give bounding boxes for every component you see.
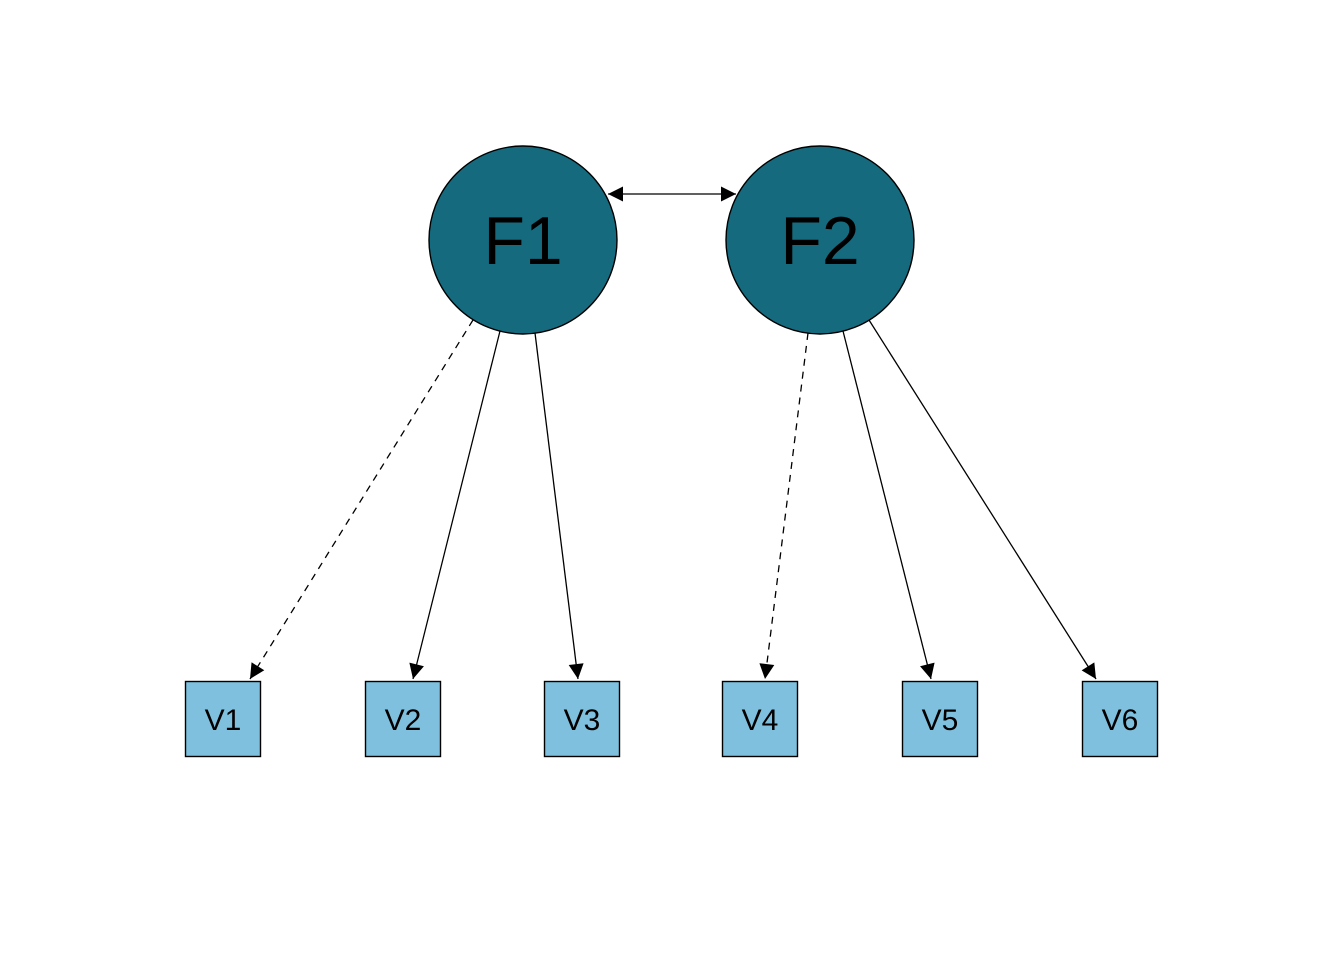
factor-nodes-layer: F1 F2 <box>428 145 915 335</box>
variable-label-v1: V1 <box>205 704 242 737</box>
variable-node-v2: V2 <box>364 680 442 758</box>
variable-node-v1: V1 <box>184 680 262 758</box>
factor-label-f2: F2 <box>780 203 859 279</box>
factor-node-f2: F2 <box>725 145 915 335</box>
variable-node-v3: V3 <box>543 680 621 758</box>
factor-label-f1: F1 <box>483 203 562 279</box>
edge-f2-v6 <box>868 319 1097 680</box>
edge-f1-v3 <box>534 332 584 680</box>
variable-nodes-layer: V1 V2 V3 V4 V5 V6 <box>184 680 1159 758</box>
variable-label-v2: V2 <box>385 704 422 737</box>
edge-f1-v2 <box>409 330 501 680</box>
variable-node-v5: V5 <box>901 680 979 758</box>
edges-layer <box>249 186 1097 680</box>
edge-f2-v5 <box>842 330 935 680</box>
variable-label-v5: V5 <box>922 704 959 737</box>
variable-node-v4: V4 <box>721 680 799 758</box>
variable-node-v6: V6 <box>1081 680 1159 758</box>
variable-label-v6: V6 <box>1102 704 1139 737</box>
edge-f2-v4 <box>759 332 809 680</box>
variable-label-v3: V3 <box>564 704 601 737</box>
factor-node-f1: F1 <box>428 145 618 335</box>
variable-label-v4: V4 <box>742 704 779 737</box>
edge-f1-v1 <box>249 319 474 680</box>
